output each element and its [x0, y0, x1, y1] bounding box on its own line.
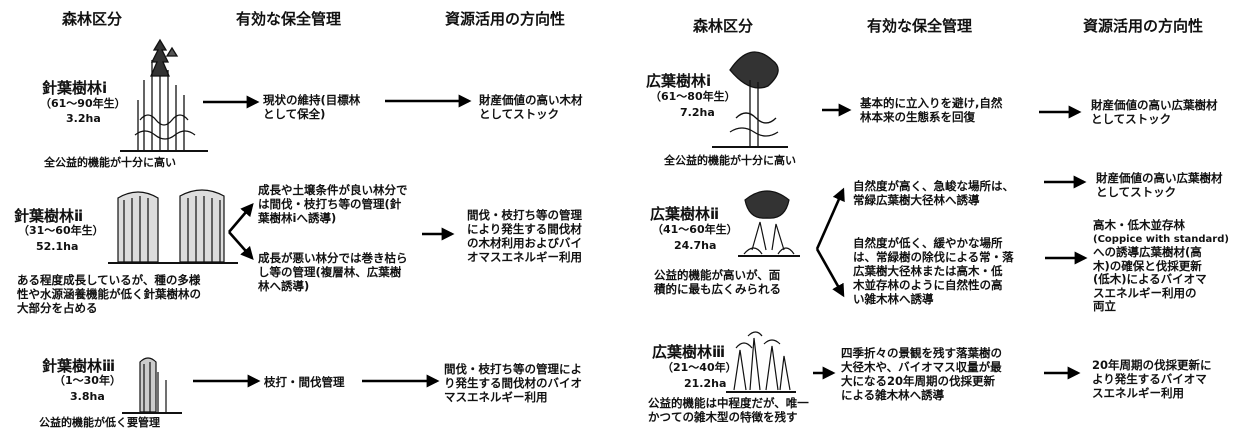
broadleaf-ii-area: 24.7ha — [674, 239, 717, 252]
conifer-iii-utilization: 間伐・枝打ち等の管理により発生する間伐材のバイオマスエネルギー利用 — [444, 362, 582, 404]
conifer-iii-tree-illustration — [122, 357, 182, 414]
conifer-i-area: 3.2ha — [66, 112, 101, 125]
conifer-iii-age: （1～30年） — [54, 374, 121, 387]
conifer-ii-age: （31～60年生） — [18, 224, 104, 237]
conifer-iii-management: 枝打・間伐管理 — [264, 375, 345, 389]
conifer-ii-caption: ある程度成長しているが、種の多様性や水源涵養機能が低く針葉樹林の大部分を占める — [17, 273, 201, 315]
broadleaf-i-caption: 全公益的機能が十分に高い — [664, 154, 796, 167]
broadleaf-i-management: 基本的に立入りを避け,自然林本来の生態系を回復 — [860, 96, 1003, 124]
conifer-ii-utilization: 間伐・枝打ち等の管理により発生する間伐材 の木材利用およびバイオマスエネルギー利… — [467, 208, 582, 264]
broadleaf-ii-utilization-stock: 財産価値の高い広葉樹材としてストック — [1096, 171, 1223, 199]
header-management-left: 有効な保全管理 — [236, 10, 342, 28]
broadleaf-i-tree-illustration — [712, 51, 788, 148]
conifer-ii-management-poor: 成長が悪い林分では巻き枯らし等の管理(複層林、広葉樹林へ誘導) — [258, 251, 408, 293]
conifer-iii-caption: 公益的機能が低く要管理 — [39, 416, 160, 429]
broadleaf-ii-age: （41～60年生） — [652, 223, 738, 236]
conifer-i-tree-illustration — [120, 38, 208, 152]
header-forest-class-left: 森林区分 — [62, 10, 123, 28]
conifer-arrows — [193, 94, 472, 388]
broadleaf-iii-management: 四季折々の景観を残す落葉樹の大径木や、バイオマス収量が最 大になる20年周期の伐… — [841, 346, 1002, 402]
conifer-ii-management-good: 成長や土壌条件が良い林分では間伐・枝打ち等の管理(針葉樹林ⅰへ誘導) — [258, 183, 408, 225]
conifer-ii-area: 52.1ha — [36, 240, 79, 253]
broadleaf-ii-utilization-coppice: 高木・低木並存林 (Coppice with standard) への誘導広葉樹… — [1093, 218, 1229, 313]
broadleaf-iii-utilization: 20年周期の伐採更新により発生するバイオマスエネルギー利用 — [1092, 358, 1212, 400]
broadleaf-ii-tree-illustration — [738, 190, 800, 257]
header-utilization-right: 資源活用の方向性 — [1083, 17, 1204, 35]
broadleaf-i-age: （61～80年生） — [650, 90, 736, 103]
broadleaf-ii-management-gentle: 自然度が低く、緩やかな場所は、常緑樹の除伐による常・落 広葉樹大径林または高木・… — [853, 236, 1014, 306]
broadleaf-iii-name: 広葉樹林ⅲ — [652, 343, 726, 361]
conifer-i-age: （61～90年生） — [40, 97, 126, 110]
conifer-ii-tree-illustration — [108, 189, 238, 264]
conifer-ii-name: 針葉樹林ⅱ — [14, 207, 84, 225]
header-utilization-left: 資源活用の方向性 — [445, 10, 566, 28]
conifer-iii-area: 3.8ha — [70, 390, 105, 403]
conifer-iii-name: 針葉樹林ⅲ — [42, 357, 116, 375]
broadleaf-i-utilization: 財産価値の高い広葉樹材としてストック — [1091, 98, 1218, 126]
conifer-i-caption: 全公益的機能が十分に高い — [44, 156, 176, 169]
broadleaf-iii-age: （21～40年） — [662, 361, 737, 374]
broadleaf-ii-name: 広葉樹林ⅱ — [650, 205, 720, 223]
broadleaf-i-name: 広葉樹林ⅰ — [646, 72, 712, 90]
broadleaf-iii-area: 21.2ha — [684, 377, 727, 390]
header-forest-class-right: 森林区分 — [693, 17, 754, 35]
broadleaf-iii-tree-illustration — [726, 331, 796, 393]
broadleaf-arrows — [813, 103, 1088, 380]
broadleaf-iii-caption: 公益的機能は中程度だが、唯一かつての雑木型の特徴を残す — [648, 396, 809, 424]
broadleaf-ii-caption: 公益的機能が高いが、面積的に最も広くみられる — [654, 268, 781, 296]
broadleaf-ii-management-steep: 自然度が高く、急峻な場所は、常緑広葉樹大径林へ誘導 — [853, 179, 1014, 207]
broadleaf-i-area: 7.2ha — [680, 106, 715, 119]
conifer-i-name: 針葉樹林ⅰ — [42, 79, 108, 97]
header-management-right: 有効な保全管理 — [867, 17, 973, 35]
conifer-i-utilization: 財産価値の高い木材としてストック — [479, 93, 583, 121]
conifer-i-management: 現状の維持(目標林として保全) — [263, 93, 361, 121]
